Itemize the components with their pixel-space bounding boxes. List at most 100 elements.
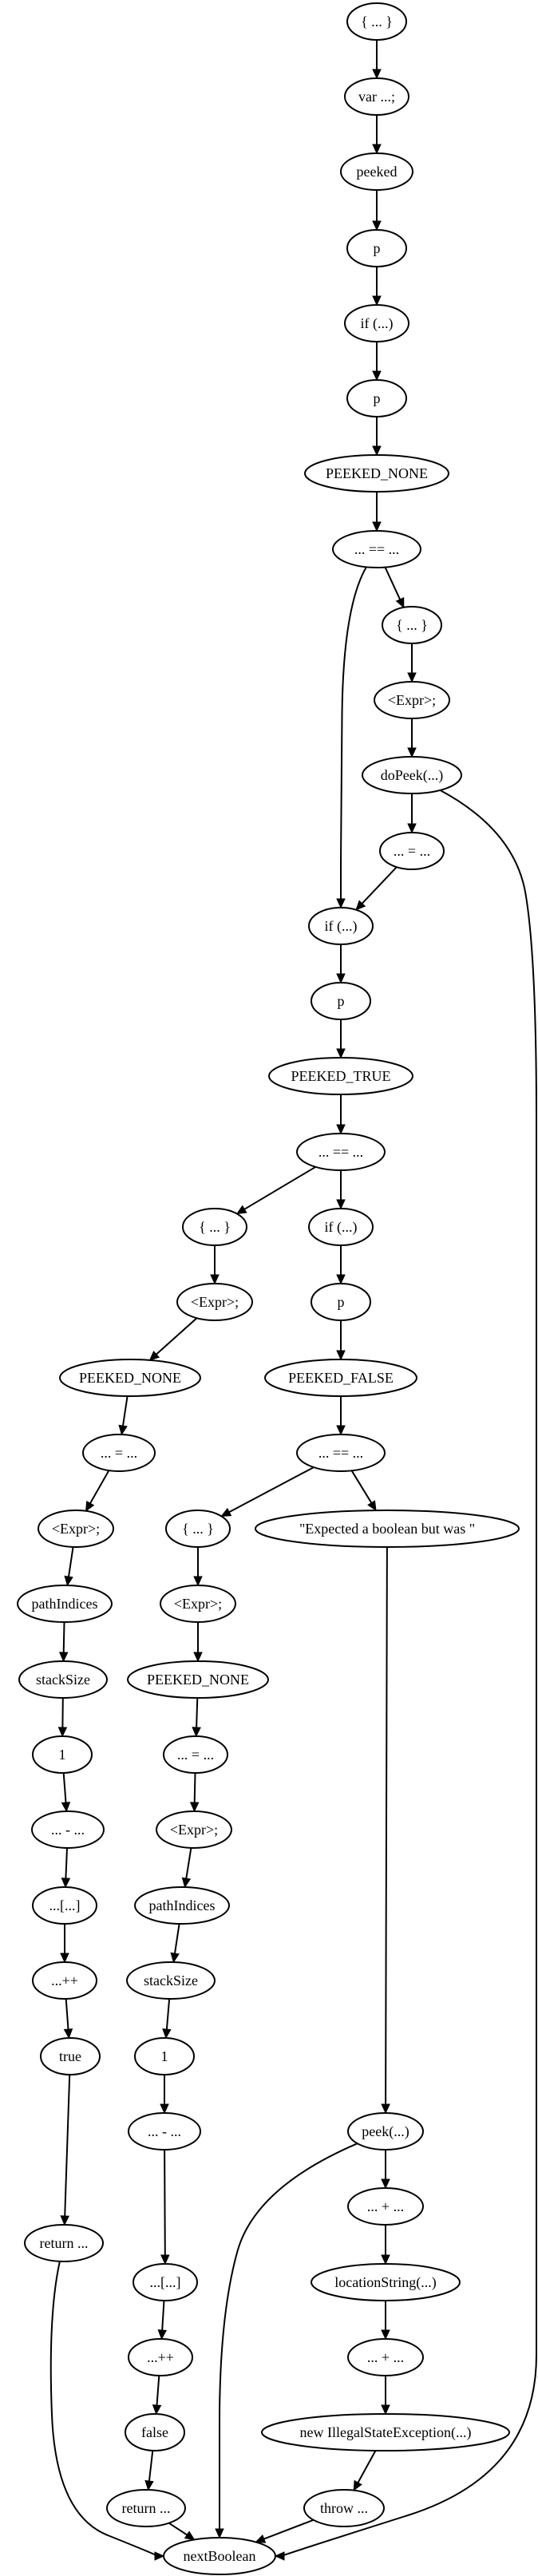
graph-node-label: peek(...) bbox=[362, 2123, 409, 2140]
graph-node-n18: if (...) bbox=[308, 1208, 374, 1246]
graph-node-n48: ...++ bbox=[128, 2338, 193, 2376]
graph-node-shape bbox=[346, 2, 407, 41]
graph-node-n42: peek(...) bbox=[347, 2112, 424, 2151]
edge-line bbox=[65, 1847, 68, 1879]
graph-edge-n17-n19 bbox=[210, 1245, 220, 1285]
graph-edge-n13-n14 bbox=[336, 944, 346, 984]
edge-line bbox=[68, 1546, 74, 1577]
edge-line bbox=[156, 1317, 198, 1355]
graph-node-label: ... = ... bbox=[394, 843, 430, 859]
graph-node-shape bbox=[311, 1283, 371, 1321]
edge-arrowhead bbox=[160, 2103, 169, 2115]
graph-edge-n9-n10 bbox=[407, 643, 417, 683]
edge-arrowhead bbox=[152, 2404, 162, 2416]
graph-node-n3: peeked bbox=[340, 152, 413, 191]
graph-node-n52: return ... bbox=[106, 2489, 186, 2527]
graph-node-label: PEEKED_NONE bbox=[79, 1370, 181, 1386]
graph-node-n24: ... == ... bbox=[296, 1434, 386, 1472]
edge-arrowhead bbox=[381, 2178, 390, 2190]
edge-line bbox=[361, 866, 398, 904]
edge-arrowhead bbox=[372, 220, 382, 231]
graph-edge-n47-n49 bbox=[381, 2301, 390, 2341]
edge-arrowhead bbox=[395, 597, 405, 608]
graph-node-shape bbox=[32, 1735, 93, 1774]
graph-node-shape bbox=[311, 982, 371, 1020]
graph-node-label: stackSize bbox=[144, 1973, 198, 1988]
graph-edge-n41-n43 bbox=[160, 2075, 169, 2115]
graph-node-n31: PEEKED_NONE bbox=[127, 1660, 269, 1699]
graph-node-n9: { ... } bbox=[382, 606, 442, 644]
graph-node-label: PEEKED_TRUE bbox=[291, 1068, 391, 1084]
edge-arrowhead bbox=[381, 2404, 390, 2416]
graph-node-shape bbox=[255, 1510, 520, 1548]
graph-edge-n14-n15 bbox=[336, 1019, 346, 1059]
graph-edge-n3-n4 bbox=[372, 190, 382, 231]
graph-node-label: ...++ bbox=[147, 2349, 174, 2365]
edge-line bbox=[350, 1470, 373, 1504]
edge-arrowhead bbox=[61, 1878, 71, 1889]
graph-node-n45: return ... bbox=[24, 2224, 104, 2262]
graph-edge-n11-n54 bbox=[274, 789, 538, 2561]
graph-node-n47: locationString(...) bbox=[311, 2263, 461, 2301]
edge-arrowhead bbox=[220, 1507, 232, 1517]
edge-arrowhead bbox=[170, 1952, 180, 1964]
graph-node-shape bbox=[304, 454, 449, 493]
graph-node-shape bbox=[163, 2537, 276, 2575]
graph-node-shape bbox=[268, 1057, 413, 1095]
edge-arrowhead bbox=[189, 1802, 200, 1813]
graph-edge-n8-n9 bbox=[384, 567, 405, 608]
graph-node-shape bbox=[32, 1886, 97, 1925]
edge-line bbox=[164, 2149, 166, 2256]
graph-node-n27: "Expected a boolean but was " bbox=[255, 1510, 520, 1548]
edge-arrowhead bbox=[60, 2215, 69, 2226]
graph-node-shape bbox=[308, 1208, 374, 1246]
graph-node-shape bbox=[134, 1886, 230, 1925]
graph-node-label: false bbox=[141, 2424, 168, 2440]
edge-arrowhead bbox=[58, 1652, 69, 1663]
edge-arrowhead bbox=[154, 2551, 165, 2561]
graph-edge-n39-n41 bbox=[162, 1998, 172, 2040]
graph-edge-n20-n22 bbox=[336, 1320, 346, 1361]
graph-edge-n49-n51 bbox=[381, 2376, 390, 2416]
graph-node-n7: PEEKED_NONE bbox=[304, 454, 449, 493]
graph-node-label: var ...; bbox=[358, 89, 395, 105]
edge-line bbox=[384, 567, 402, 600]
graph-edge-n24-n26 bbox=[220, 1466, 314, 1517]
graph-node-label: ... - ... bbox=[51, 1822, 85, 1838]
graph-node-shape bbox=[128, 2112, 201, 2151]
edge-line bbox=[243, 1165, 316, 1210]
edge-line bbox=[62, 1772, 67, 1803]
graph-edge-n35-n37 bbox=[181, 1847, 192, 1889]
edge-arrowhead bbox=[407, 672, 417, 683]
edge-arrowhead bbox=[162, 2028, 172, 2040]
graph-node-n34: ... - ... bbox=[31, 1810, 105, 1849]
edge-arrowhead bbox=[372, 445, 382, 457]
graph-node-label: 1 bbox=[161, 2048, 168, 2064]
edge-line bbox=[156, 2375, 160, 2406]
graph-edge-n33-n35 bbox=[189, 1772, 200, 1813]
edge-line bbox=[280, 789, 538, 2557]
graph-node-label: if (...) bbox=[325, 918, 358, 935]
edge-arrowhead bbox=[336, 1048, 346, 1059]
edge-arrowhead bbox=[381, 2329, 390, 2341]
graph-node-n32: 1 bbox=[32, 1735, 93, 1774]
graph-node-label: <Expr>; bbox=[174, 1596, 222, 1612]
edge-arrowhead bbox=[407, 747, 417, 758]
graph-node-label: true bbox=[59, 2048, 81, 2064]
edge-arrowhead bbox=[215, 2528, 224, 2539]
edge-arrowhead bbox=[355, 900, 366, 911]
graph-node-shape bbox=[156, 1810, 232, 1849]
edge-arrowhead bbox=[372, 370, 382, 382]
graph-node-label: PEEKED_FALSE bbox=[288, 1370, 394, 1386]
graph-node-label: ... + ... bbox=[367, 2198, 404, 2214]
graph-node-label: throw ... bbox=[320, 2500, 368, 2516]
edge-arrowhead bbox=[160, 2254, 170, 2265]
graph-node-n40: true bbox=[40, 2037, 101, 2075]
edges bbox=[49, 40, 538, 2561]
graph-edge-n48-n50 bbox=[152, 2375, 162, 2416]
graph-node-label: p bbox=[374, 240, 381, 256]
edge-arrowhead bbox=[336, 898, 346, 909]
graph-node-label: ...++ bbox=[51, 1973, 78, 1988]
graph-edge-n1-n2 bbox=[372, 40, 382, 80]
graph-edge-n10-n11 bbox=[407, 718, 417, 758]
